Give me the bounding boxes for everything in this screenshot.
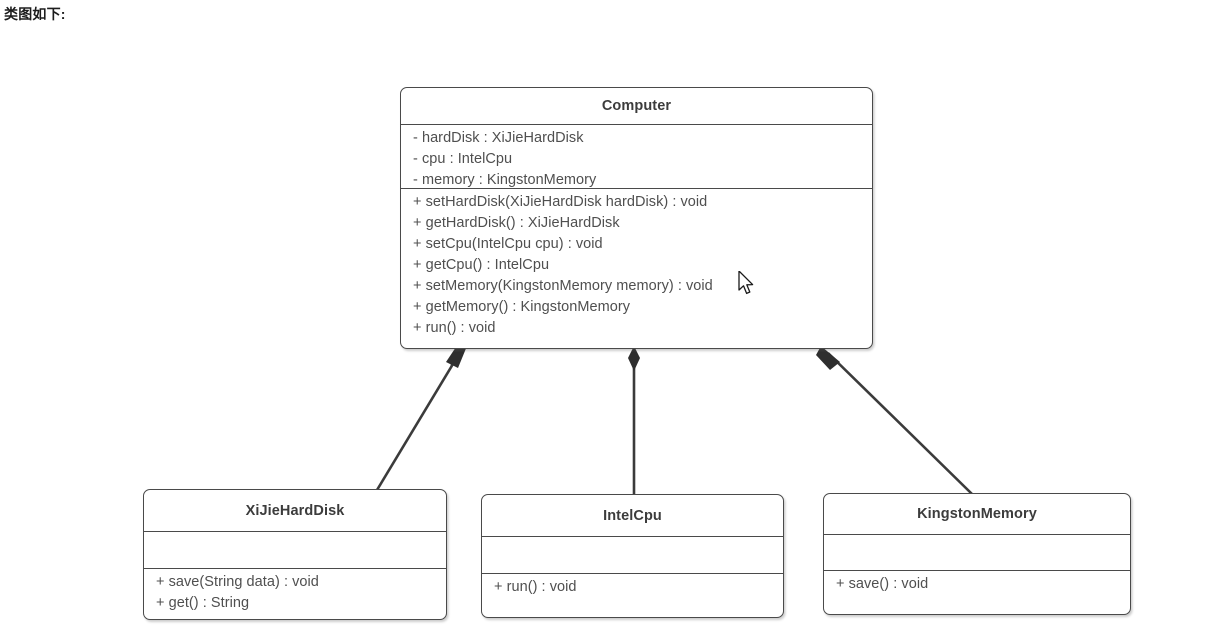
class-name-kingstonmemory: KingstonMemory [917, 506, 1037, 522]
divider [482, 573, 783, 574]
filled-diamond-icon [446, 346, 467, 368]
filled-diamond-icon [450, 347, 466, 366]
class-name-intelcpu: IntelCpu [603, 507, 662, 524]
divider [144, 531, 446, 532]
divider [401, 188, 872, 189]
edge-computer-intelcpu [628, 346, 640, 495]
uml-class-xijieharddisk[interactable]: XiJieHardDisk + save(String data) : void… [143, 489, 447, 620]
filled-diamond-icon [628, 346, 640, 371]
filled-diamond-icon [816, 346, 840, 370]
operation-row: + getMemory() : KingstonMemory [413, 299, 631, 315]
operation-row: + setMemory(KingstonMemory memory) : voi… [413, 278, 713, 294]
class-name-xijieharddisk: XiJieHardDisk [245, 502, 345, 519]
operation-row: + save(String data) : void [156, 574, 319, 590]
divider [144, 568, 446, 569]
operation-row: + get() : String [156, 595, 250, 611]
operations-compartment-computer: + setHardDisk(XiJieHardDisk hardDisk) : … [401, 189, 872, 348]
operations-compartment-intelcpu: + run() : void [482, 574, 783, 617]
divider [482, 536, 783, 537]
attribute-row: - hardDisk : XiJieHardDisk [413, 130, 584, 146]
operation-row: + setCpu(IntelCpu cpu) : void [413, 236, 603, 252]
uml-class-kingstonmemory[interactable]: KingstonMemory + save() : void [823, 493, 1131, 615]
operation-row: + getHardDisk() : XiJieHardDisk [413, 215, 620, 231]
operation-row: + setHardDisk(XiJieHardDisk hardDisk) : … [413, 194, 708, 210]
uml-class-intelcpu[interactable]: IntelCpu + run() : void [481, 494, 784, 618]
attributes-compartment-computer: - hardDisk : XiJieHardDisk - cpu : Intel… [401, 125, 872, 188]
operations-compartment-xijieharddisk: + save(String data) : void + get() : Str… [144, 569, 446, 619]
operations-compartment-kingstonmemory: + save() : void [824, 571, 1130, 614]
operation-row: + run() : void [494, 579, 577, 595]
page-title: 类图如下: [4, 6, 66, 22]
divider [401, 124, 872, 125]
uml-class-computer[interactable]: Computer - hardDisk : XiJieHardDisk - cp… [400, 87, 873, 349]
attributes-compartment-intelcpu [482, 537, 783, 573]
operation-row: + save() : void [836, 576, 929, 592]
edge-computer-kingstonmemory [816, 346, 973, 495]
edge-computer-xijieharddisk [375, 346, 467, 491]
divider [824, 534, 1130, 535]
attribute-row: - cpu : IntelCpu [413, 151, 513, 167]
class-name-computer: Computer [601, 98, 672, 114]
divider [824, 570, 1130, 571]
attribute-row: - memory : KingstonMemory [413, 172, 597, 188]
operation-row: + getCpu() : IntelCpu [413, 257, 550, 273]
attributes-compartment-kingstonmemory [824, 535, 1130, 570]
attributes-compartment-xijieharddisk [144, 532, 446, 568]
operation-row: + run() : void [413, 320, 496, 336]
